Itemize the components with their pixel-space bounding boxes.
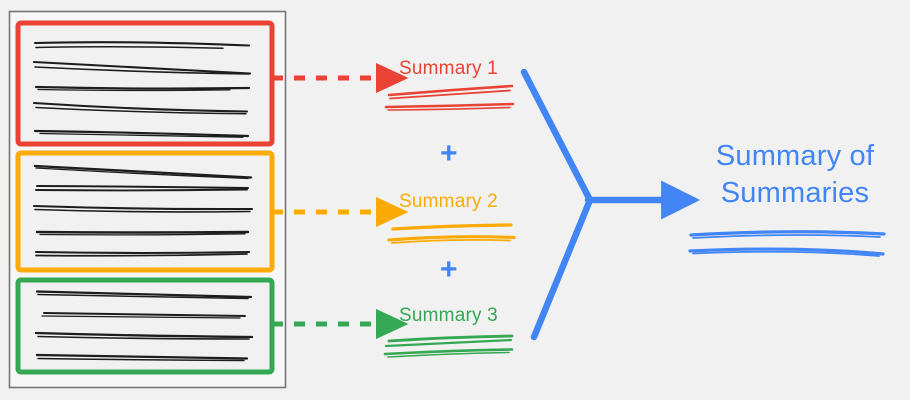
final-summary-title: Summary of Summaries: [675, 138, 910, 212]
merge-branch-top: [520, 68, 594, 204]
summary-strokes-1: [384, 84, 515, 111]
plus-operator-2: +: [440, 253, 458, 286]
document-border-1: [15, 20, 275, 147]
document-card-3[interactable]: [15, 277, 275, 375]
plus-operator-1: +: [440, 137, 458, 170]
document-text-lines-1: [32, 41, 252, 138]
summary-strokes-3: [383, 334, 514, 358]
final-summary-strokes: [688, 230, 886, 257]
document-card-2[interactable]: [15, 150, 275, 273]
summary-strokes-2: [387, 223, 516, 244]
document-text-lines-3: [34, 290, 254, 362]
document-text-lines-2: [32, 164, 254, 257]
final-summary-title-line-1: Summary of: [715, 140, 875, 172]
summary-label-1: Summary 1: [399, 58, 498, 79]
summary-label-3: Summary 3: [399, 305, 498, 326]
merge-arrow: [520, 68, 701, 341]
document-card-1[interactable]: [15, 20, 275, 147]
merge-branch-bottom: [530, 196, 594, 341]
summary-label-2: Summary 2: [399, 191, 498, 212]
final-summary-title-line-2: Summaries: [720, 177, 870, 210]
